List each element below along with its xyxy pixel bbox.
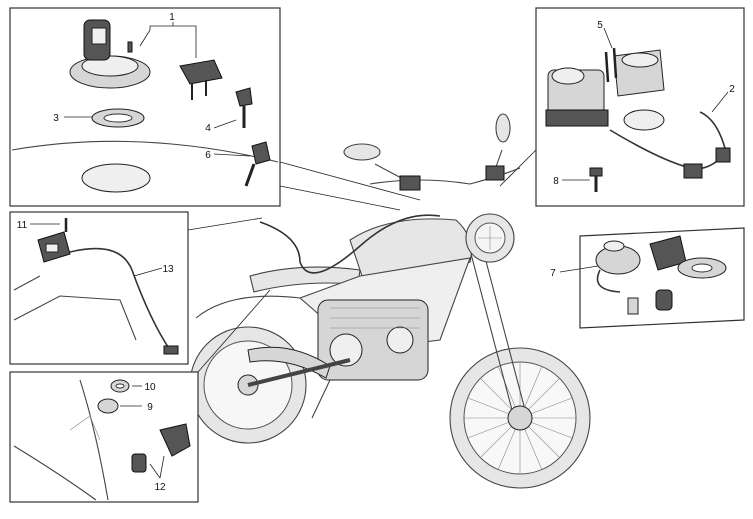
screw-5a	[604, 51, 610, 83]
cable-end	[163, 345, 179, 355]
cap-screw	[127, 41, 133, 53]
key-head	[179, 59, 223, 100]
callout-5: 5	[597, 20, 603, 31]
frame-edge	[13, 445, 97, 501]
callout-7: 7	[550, 268, 556, 279]
engine	[317, 299, 429, 381]
right-switch	[485, 165, 505, 181]
switch-cable	[609, 111, 727, 170]
switch-cover	[613, 49, 665, 97]
callout-13: 13	[162, 264, 174, 275]
switch-ring	[623, 109, 665, 131]
frame-tube	[79, 379, 109, 501]
right-mirror	[495, 113, 511, 143]
key-blank	[235, 87, 253, 128]
connector-a	[683, 163, 703, 179]
screw-5b	[612, 47, 618, 79]
left-mirror	[343, 143, 381, 161]
front-wheel	[449, 347, 591, 489]
hook-bolt	[131, 453, 147, 473]
callout-3: 3	[53, 113, 59, 124]
seat-cable	[69, 247, 171, 351]
seat-lock	[37, 231, 71, 263]
lock-pin	[627, 297, 639, 315]
left-switch	[399, 175, 421, 191]
steering-lock	[595, 240, 641, 275]
swingarm	[247, 358, 351, 387]
link-bottom-left-panel	[197, 289, 271, 373]
callout-6: 6	[205, 150, 211, 161]
callout-10: 10	[144, 382, 156, 393]
panel-fuel-cap: 1 3 4 6	[9, 7, 281, 207]
panel-helmet-hook: 10 9 12	[9, 371, 199, 503]
helmet-hook	[159, 423, 191, 457]
bolt-8	[589, 167, 603, 192]
tank-outline	[11, 140, 279, 163]
panel-seat-lock: 11 13	[9, 211, 189, 365]
link-top-left-panel-2	[279, 185, 401, 211]
callout-12: 12	[154, 482, 166, 493]
key-cut	[244, 141, 271, 187]
callout-8: 8	[553, 176, 559, 187]
lock-cylinder	[655, 289, 673, 311]
sidestand	[311, 379, 331, 419]
lock-wire	[596, 269, 621, 293]
ignition-switch	[545, 67, 609, 127]
link-top-left-panel	[279, 161, 421, 201]
headlight	[465, 213, 515, 263]
fuel-cap	[69, 19, 151, 89]
panel-steering-lock: 7	[550, 227, 745, 329]
panel-ignition-switch: 5 2 8	[535, 7, 745, 207]
rear-fender	[195, 295, 301, 319]
motorcycle-illustration	[189, 113, 591, 489]
bike-wiring	[259, 214, 441, 274]
connector-b	[715, 147, 731, 163]
callout-9: 9	[147, 402, 153, 413]
callout-11: 11	[17, 220, 28, 231]
link-top-right-panel	[499, 149, 537, 187]
front-fork	[469, 245, 525, 411]
callout-2: 2	[729, 84, 735, 95]
handlebar	[369, 167, 521, 185]
bushing-9	[97, 398, 119, 414]
exhaust	[247, 346, 331, 379]
callout-1: 1	[169, 12, 175, 23]
link-middle-left-panel	[187, 217, 263, 231]
callout-4: 4	[205, 123, 211, 134]
filler-ring	[81, 163, 151, 193]
subframe-sketch	[13, 295, 137, 341]
